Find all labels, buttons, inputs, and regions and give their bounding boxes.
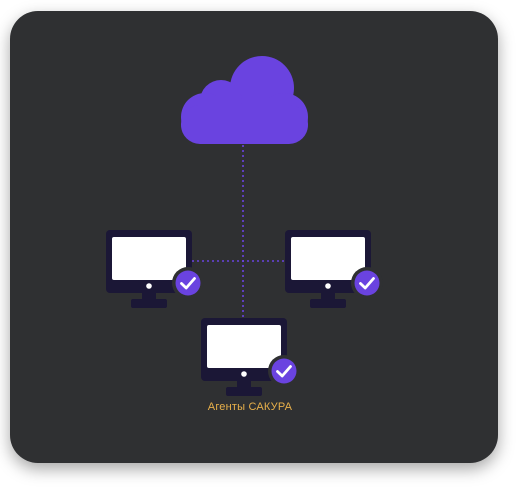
check-icon [172,267,204,299]
monitor-icon [106,230,192,308]
agents-caption: Агенты САКУРА [207,401,293,413]
cloud-icon [181,56,308,144]
connectors [192,145,287,320]
agent-left [106,230,204,308]
agent-bottom [201,318,300,396]
monitor-icon [201,318,287,396]
check-icon [351,267,383,299]
agent-right [285,230,383,308]
check-icon [268,355,300,387]
monitor-icon [285,230,371,308]
